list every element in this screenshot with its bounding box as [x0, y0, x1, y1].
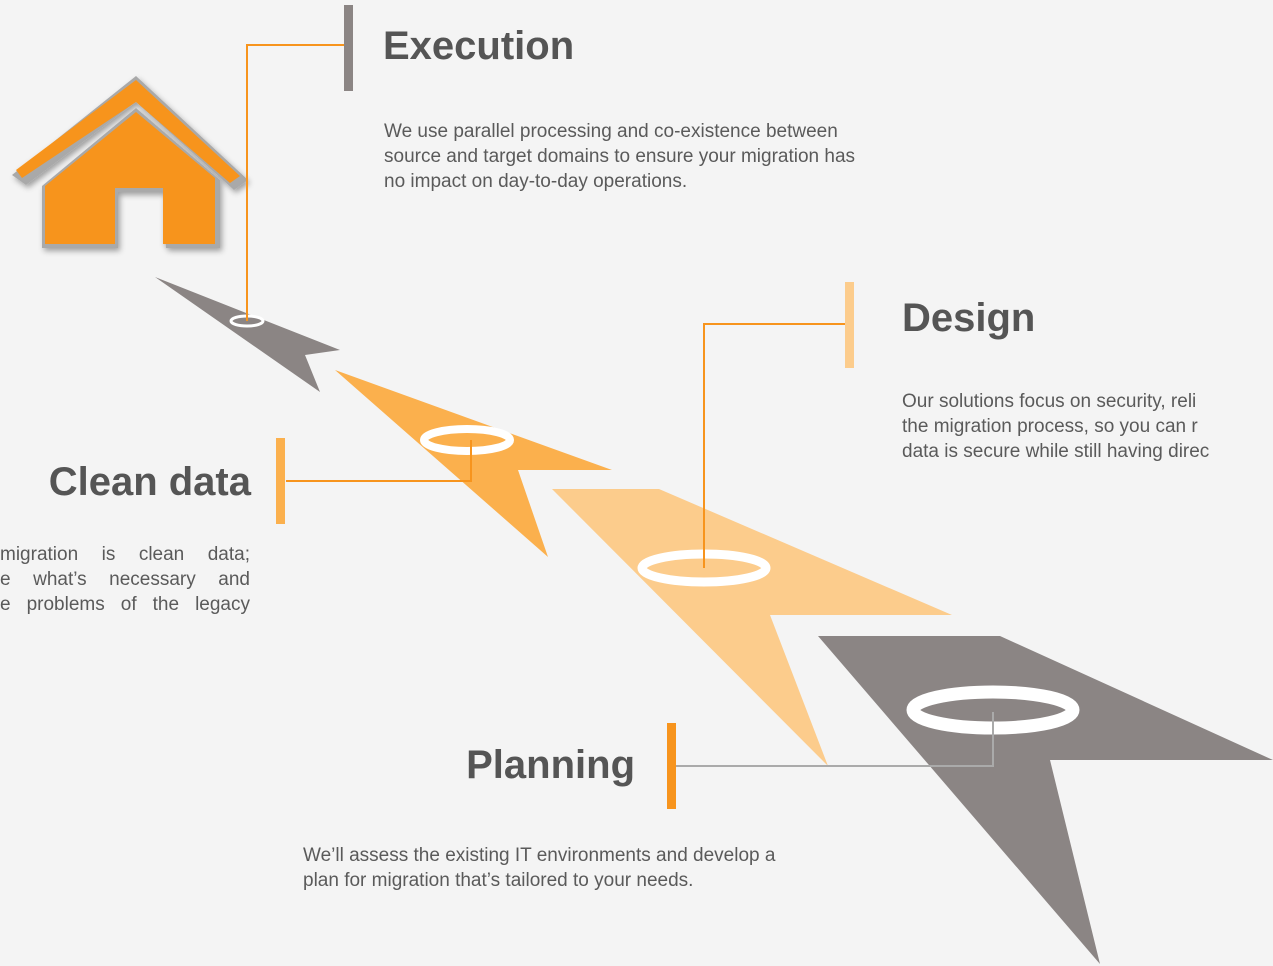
connector-clean-data	[286, 440, 472, 482]
description-line: e what’s necessary and	[0, 569, 250, 590]
connector-planning	[676, 712, 994, 767]
step-description-design: Our solutions focus on security, reli th…	[902, 389, 1273, 464]
step-title-design: Design	[902, 296, 1036, 340]
waypoint-ring	[420, 425, 514, 455]
accent-bar-design	[845, 282, 854, 368]
description-line: We use parallel processing and co-existe…	[384, 121, 838, 142]
road-segment-gray-large	[818, 636, 1273, 964]
accent-bar-planning	[667, 723, 676, 809]
description-line: We’ll assess the existing IT environment…	[303, 845, 776, 866]
house-icon	[12, 76, 248, 248]
connector-execution	[246, 44, 345, 321]
description-line: the migration process, so you can r	[902, 416, 1198, 437]
description-line: migration is clean data;	[0, 544, 250, 565]
step-description-clean-data: migration is clean data; e what’s necess…	[0, 542, 250, 617]
description-line: no impact on day-to-day operations.	[384, 171, 688, 192]
road-segment-gray-small	[155, 277, 340, 392]
description-line: Our solutions focus on security, reli	[902, 391, 1197, 412]
description-line: data is secure while still having direc	[902, 441, 1210, 462]
step-title-planning: Planning	[466, 743, 635, 787]
step-description-execution: We use parallel processing and co-existe…	[384, 119, 855, 194]
description-line: source and target domains to ensure your…	[384, 146, 856, 167]
connector-design	[703, 323, 845, 568]
road-segment-mid-orange	[335, 370, 612, 557]
step-description-planning: We’ll assess the existing IT environment…	[303, 843, 776, 893]
description-line: plan for migration that’s tailored to yo…	[303, 870, 694, 891]
description-line: e problems of the legacy	[0, 594, 250, 615]
step-title-clean-data: Clean data	[48, 460, 251, 504]
accent-bar-clean-data	[276, 438, 285, 524]
step-title-execution: Execution	[383, 24, 575, 68]
road-segment-light-orange	[552, 489, 952, 766]
accent-bar-execution	[344, 5, 353, 91]
